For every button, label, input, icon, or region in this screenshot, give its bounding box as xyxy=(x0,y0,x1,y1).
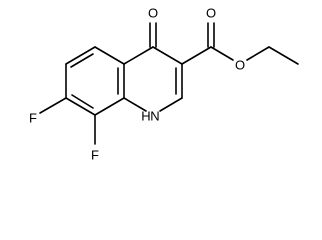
bond-c7-f xyxy=(39,97,67,114)
bond-c7-c8 xyxy=(65,97,96,116)
bond-cester-oester xyxy=(210,46,234,61)
bond-c5-c6 xyxy=(65,46,96,65)
atom-o-ester: O xyxy=(235,57,245,72)
molecule-structure: O O O H N F F xyxy=(29,5,299,162)
bond-c8-c8a xyxy=(94,97,125,116)
bond-c5-c6-inner xyxy=(70,53,94,68)
atom-o-carbonyl: O xyxy=(206,5,216,20)
atom-labels: O O O H N F F xyxy=(29,5,245,162)
bond-c4a-c4 xyxy=(123,46,154,65)
bond-c4-c3 xyxy=(152,46,183,65)
bond-oester-ch2 xyxy=(246,46,270,61)
bond-n1-c8a xyxy=(123,97,147,112)
bond-ch2-ch3 xyxy=(268,46,299,65)
bond-c2-n1 xyxy=(159,97,183,112)
bond-c3-cester xyxy=(181,46,212,65)
atom-n: N xyxy=(150,108,159,123)
bond-c7-c8-inner xyxy=(71,94,94,109)
atom-o-ketone: O xyxy=(148,5,158,20)
atom-h-nh: H xyxy=(141,108,150,123)
atom-f-lower: F xyxy=(91,147,99,162)
bond-c4a-c5 xyxy=(94,46,125,65)
bonds xyxy=(39,22,299,145)
atom-f-upper: F xyxy=(29,110,37,125)
